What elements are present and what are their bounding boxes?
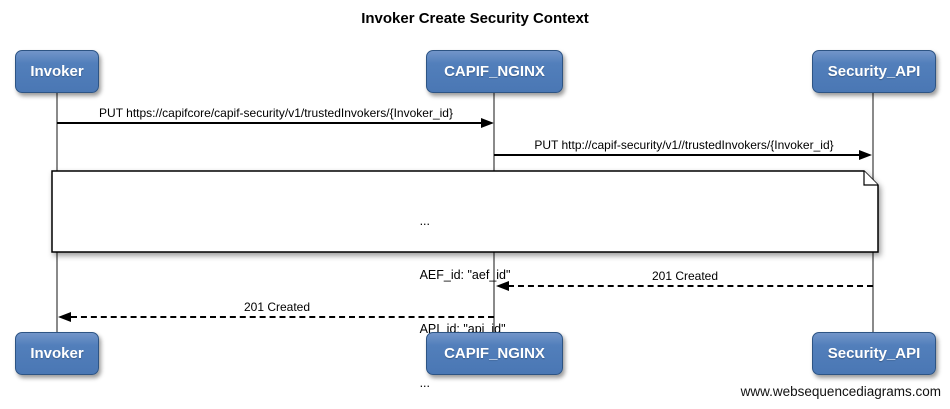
actor-invoker-top: Invoker: [15, 50, 99, 93]
response-line: [71, 316, 494, 318]
note-shape: [51, 170, 879, 253]
message-label-put-capifcore: PUT https://capifcore/capif-security/v1/…: [99, 106, 453, 120]
message-line: [57, 122, 482, 124]
actor-invoker-bottom: Invoker: [15, 332, 99, 375]
actor-label: Security_API: [827, 63, 921, 80]
note-line: AEF_id: "aef_id": [419, 268, 511, 282]
actor-label: Invoker: [30, 345, 84, 362]
note-box: ... AEF_id: "aef_id" API_id: "api_id" ..…: [51, 170, 879, 390]
note-line: ...: [419, 214, 430, 228]
actor-capif-nginx-bottom: CAPIF_NGINX: [426, 332, 563, 375]
arrowhead-right-icon: [859, 149, 872, 160]
actor-security-api-bottom: Security_API: [812, 332, 936, 375]
arrowhead-left-icon: [58, 311, 71, 322]
actor-capif-nginx-top: CAPIF_NGINX: [426, 50, 563, 93]
actor-label: CAPIF_NGINX: [444, 345, 545, 362]
watermark: www.websequencediagrams.com: [740, 384, 941, 399]
response-line: [508, 285, 873, 287]
note-line: ...: [419, 376, 430, 390]
message-line: [494, 154, 860, 156]
actor-security-api-top: Security_API: [812, 50, 936, 93]
diagram-title: Invoker Create Security Context: [361, 10, 589, 27]
actor-label: Security_API: [827, 345, 921, 362]
actor-label: CAPIF_NGINX: [444, 63, 545, 80]
actor-label: Invoker: [30, 63, 84, 80]
response-label-201-created: 201 Created: [651, 269, 719, 283]
response-label-201-created: 201 Created: [243, 300, 311, 314]
arrowhead-right-icon: [481, 117, 494, 128]
arrowhead-left-icon: [496, 280, 509, 291]
message-label-put-capif-security: PUT http://capif-security/v1//trustedInv…: [534, 138, 834, 152]
